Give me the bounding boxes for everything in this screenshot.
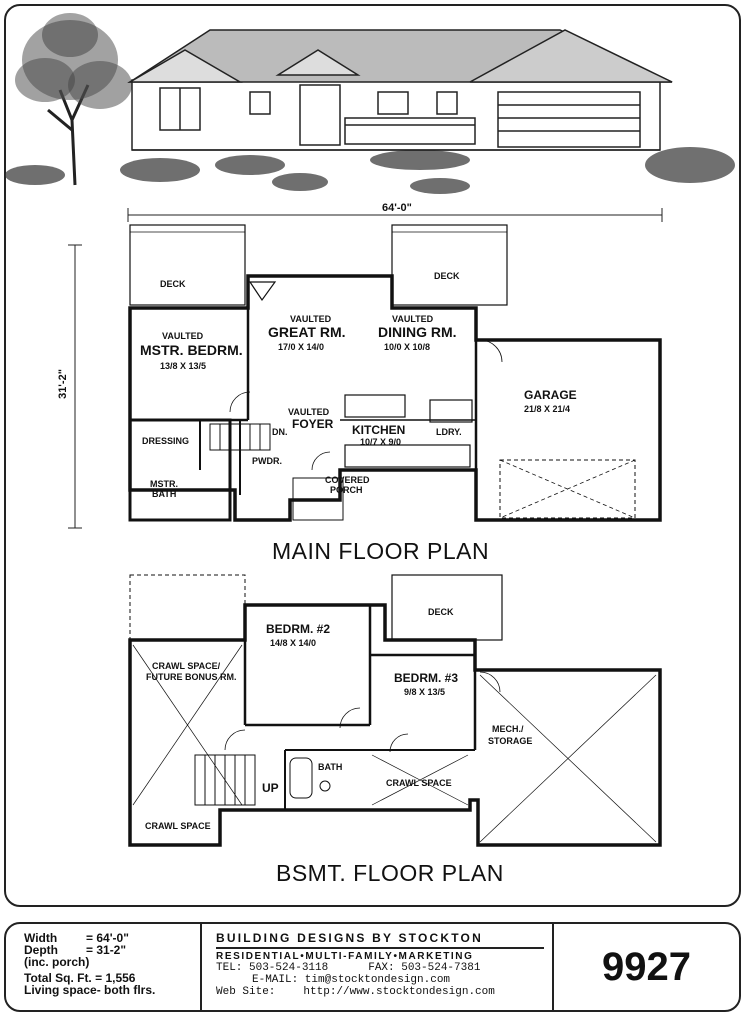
mstr-bedrm-label: MSTR. BEDRM. [140,342,243,358]
mech-label-1: MECH./ [492,724,524,734]
deck-right-label: DECK [434,271,460,281]
company-panel: BUILDING DESIGNS BY STOCKTON RESIDENTIAL… [202,924,554,1010]
website-label: Web Site: [216,986,276,998]
spec-depth: Depth = 31-2" [24,943,127,957]
crawl-space-bottom-label: CRAWL SPACE [145,821,211,831]
great-rm-label: GREAT RM. [268,324,346,340]
bsmt-floor-plan [128,574,662,847]
porch-label-2: PORCH [330,485,363,495]
laundry-label: LDRY. [436,427,462,437]
foyer-label: FOYER [292,417,334,431]
bsmt-bath-label: BATH [318,762,343,772]
dimension-lines [68,208,663,529]
mstr-bedrm-size: 13/8 X 13/5 [160,361,207,371]
fax-number: FAX: 503-524-7381 [368,962,481,974]
crawl-bonus-label-2: FUTURE BONUS RM. [146,672,237,682]
house-elevation [127,29,673,151]
specs-panel: Width = 64'-0" Depth = 31-2" (inc. porch… [6,924,202,1010]
kitchen-size: 10/7 X 9/0 [360,437,402,447]
spec-living-space: Living space- both flrs. [24,983,156,997]
spec-width: Width = 64'-0" [24,931,129,945]
mstr-bath-label-2: BATH [152,489,177,499]
overall-width-label: 64'-0" [382,202,412,214]
tree-illustration [15,13,132,186]
bedrm-3-label: BEDRM. #3 [394,671,459,685]
bedrm-3-size: 9/8 X 13/5 [404,687,446,697]
company-divider [216,947,544,949]
stairs-up-label: UP [262,781,279,795]
mech-label-2: STORAGE [488,736,533,746]
main-floor-plan [128,224,662,522]
dining-rm-size: 10/0 X 10/8 [384,342,431,352]
phone-number: TEL: 503-524-3118 [216,962,329,974]
bedrm-2-size: 14/8 X 14/0 [270,638,317,648]
kitchen-label: KITCHEN [352,423,406,437]
company-tagline: RESIDENTIAL•MULTI-FAMILY•MARKETING [216,951,474,962]
shrubs [5,147,735,194]
powder-label: PWDR. [252,456,282,466]
great-rm-size: 17/0 X 14/0 [278,342,325,352]
website-url[interactable]: http://www.stocktondesign.com [303,986,495,998]
garage-label: GARAGE [524,388,577,402]
garage-size: 21/8 X 21/4 [524,404,571,414]
drawing-canvas [5,13,735,847]
email-address: E-MAIL: tim@stocktondesign.com [252,974,451,986]
mstr-vaulted-label: VAULTED [162,331,204,341]
crawl-bonus-label-1: CRAWL SPACE/ [152,661,221,671]
porch-label-1: COVERED [325,475,370,485]
deck-left-label: DECK [160,279,186,289]
page-frame [4,4,741,907]
phone-row: TEL: 503-524-3118 FAX: 503-524-7381 [216,962,552,974]
foyer-vaulted-label: VAULTED [288,407,330,417]
dressing-label: DRESSING [142,436,190,446]
bsmt-floor-plan-title: BSMT. FLOOR PLAN [276,860,504,886]
great-vaulted-label: VAULTED [290,314,332,324]
overall-depth-label: 31'-2" [56,369,69,399]
spec-inc-porch: (inc. porch) [24,955,90,969]
crawl-space-right-label: CRAWL SPACE [386,778,452,788]
bedrm-2-label: BEDRM. #2 [266,622,331,636]
spec-total-sqft: Total Sq. Ft. = 1,556 [24,971,136,985]
website-row: Web Site: http://www.stocktondesign.com [216,986,552,998]
company-name: BUILDING DESIGNS BY STOCKTON [216,931,483,945]
mstr-bath-label-1: MSTR. [150,479,178,489]
dining-vaulted-label: VAULTED [392,314,434,324]
dining-rm-label: DINING RM. [378,324,457,340]
plan-number-panel: 9927 [554,924,739,1010]
plan-number: 9927 [602,944,691,989]
title-block: Width = 64'-0" Depth = 31-2" (inc. porch… [4,922,741,1012]
main-floor-plan-title: MAIN FLOOR PLAN [272,538,490,564]
bsmt-deck-label: DECK [428,607,454,617]
stairs-down-label: DN. [272,427,288,437]
